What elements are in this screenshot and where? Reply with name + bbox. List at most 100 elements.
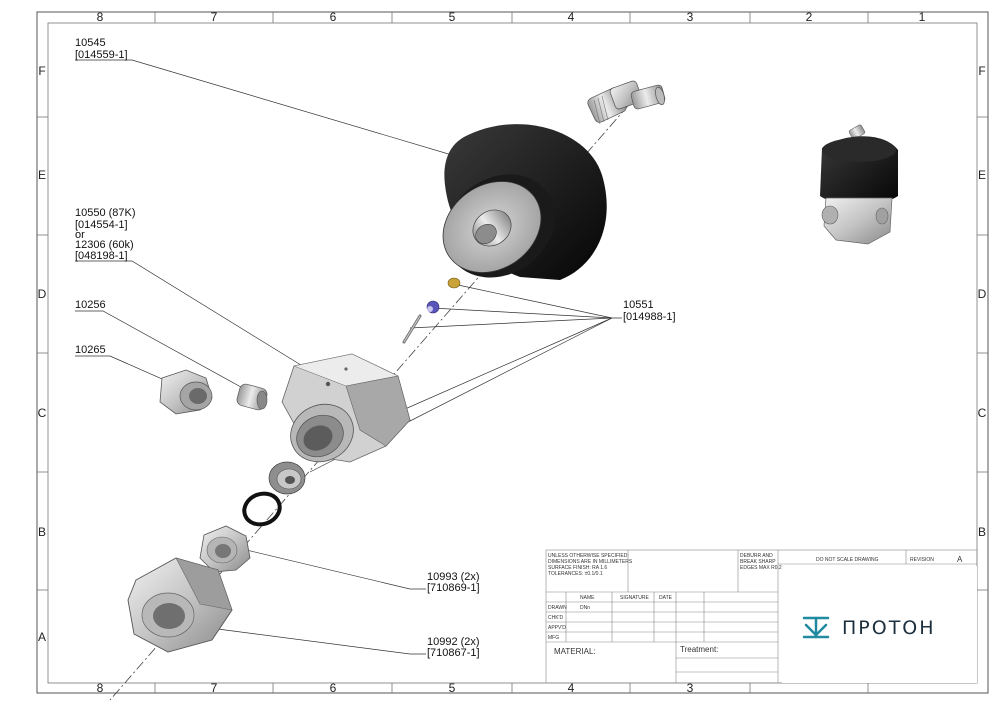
zone-row-label: C <box>978 406 987 420</box>
nut-10265 <box>159 369 213 415</box>
title-block-notes: UNLESS OTHERWISE SPECIFIED: DIMENSIONS A… <box>548 553 963 656</box>
callout-part-number: 10551 <box>623 299 654 311</box>
revision-label: REVISION <box>910 557 934 563</box>
callout-part-number: 10992 (2x) <box>427 636 480 648</box>
zone-col-label: 3 <box>687 10 694 24</box>
callout-10550: 10550 (87K) [014554-1] or 12306 (60k) [0… <box>75 207 136 262</box>
zone-col-label: 4 <box>568 681 575 695</box>
zone-col-label: 6 <box>330 10 337 24</box>
leader-10256 <box>75 310 251 393</box>
proton-logo: ПРОТОН <box>802 616 936 639</box>
o-ring <box>242 491 282 527</box>
zone-col-label: 1 <box>919 10 926 24</box>
callout-or-text: or <box>75 229 85 241</box>
zone-col-label: 6 <box>330 681 337 695</box>
zone-col-label: 5 <box>449 681 456 695</box>
zone-col-label: 4 <box>568 10 575 24</box>
zone-labels-bottom: 8 7 6 5 4 3 <box>97 681 694 695</box>
callout-article-number: [014554-1] <box>75 219 128 231</box>
insert-part <box>268 461 306 495</box>
outer-border <box>36 11 989 694</box>
treatment-label: Treatment: <box>680 645 718 654</box>
zone-labels-left: F E D C B A <box>38 64 47 644</box>
logo-panel <box>782 566 977 683</box>
material-label: MATERIAL: <box>554 647 596 656</box>
callout-10993: 10993 (2x) [710869-1] <box>427 571 480 594</box>
large-nut-10992 <box>127 557 233 653</box>
callout-part-number: 10545 <box>75 37 106 49</box>
callout-article-number: [014988-1] <box>623 311 676 323</box>
sleeve-10256 <box>236 383 268 411</box>
zone-row-label: E <box>38 168 46 182</box>
callout-part-number: 10550 (87K) <box>75 207 136 219</box>
callout-part-number: 12306 (60k) <box>75 239 134 251</box>
elbow-fitting <box>587 80 666 125</box>
general-note-line: SURFACE FINISH: RA 1.6 <box>548 565 607 571</box>
zone-col-label: 3 <box>687 681 694 695</box>
callout-10551: 10551 [014988-1] <box>623 299 676 323</box>
small-parts-10551 <box>402 277 461 344</box>
zone-col-label: 2 <box>806 10 813 24</box>
zone-row-label: F <box>38 64 45 78</box>
edge-note-line: BREAK SHARP <box>740 559 776 565</box>
row-checked: CHK'D <box>548 615 564 621</box>
leader-10551-b <box>431 307 613 319</box>
leader-10551-a <box>457 284 622 319</box>
edge-note-line: EDGES MAX R0.2 <box>740 565 782 571</box>
row-drawn: DRAWN <box>548 605 567 611</box>
valve-body-10550 <box>281 353 411 463</box>
callout-10992: 10992 (2x) [710867-1] <box>427 636 480 659</box>
zone-row-label: C <box>38 406 47 420</box>
col-signature-header: SIGNATURE <box>620 595 649 601</box>
zone-col-label: 8 <box>97 10 104 24</box>
callout-10545: 10545 [014559-1] <box>75 37 128 61</box>
row-mfg: MFG <box>548 635 559 641</box>
brass-nozzle <box>447 277 461 289</box>
callout-part-number: 10993 (2x) <box>427 571 480 583</box>
small-nut-10993 <box>199 525 251 573</box>
zone-row-label: D <box>38 287 47 301</box>
leader-10993 <box>237 547 426 590</box>
col-name-header: NAME <box>580 595 595 601</box>
callout-article-number: [710869-1] <box>427 582 480 594</box>
zone-col-label: 5 <box>449 10 456 24</box>
leader-10550 <box>75 260 323 379</box>
edge-note-line: DEBURR AND <box>740 553 773 559</box>
do-not-scale-note: DO NOT SCALE DRAWING <box>816 557 879 563</box>
zone-ticks <box>37 12 988 693</box>
leader-10545 <box>75 59 463 159</box>
leader-10265 <box>75 355 179 387</box>
black-cap-10545 <box>442 124 607 281</box>
title-block <box>545 549 978 684</box>
zone-col-label: 8 <box>97 681 104 695</box>
assembled-view <box>820 124 898 245</box>
leader-10551-c <box>409 317 613 329</box>
leader-10551-d <box>379 317 613 421</box>
col-date-header: DATE <box>659 595 673 601</box>
general-note-line: UNLESS OTHERWISE SPECIFIED: <box>548 553 629 559</box>
zone-row-label: B <box>38 525 46 539</box>
zone-row-label: D <box>978 287 987 301</box>
proton-logo-icon <box>802 616 830 639</box>
leader-10992 <box>209 627 426 655</box>
zone-row-label: B <box>978 525 986 539</box>
zone-labels-top: 8 7 6 5 4 3 2 1 <box>97 10 926 24</box>
callout-article-number: [710867-1] <box>427 647 480 659</box>
zone-row-label: F <box>978 64 985 78</box>
general-note-line: DIMENSIONS ARE IN MILLIMETERS <box>548 559 633 565</box>
revision-value: A <box>957 555 963 564</box>
drawn-name: DNn <box>580 605 590 611</box>
zone-col-label: 7 <box>211 681 218 695</box>
proton-logo-text: ПРОТОН <box>842 617 936 639</box>
callout-10265: 10265 <box>75 344 106 356</box>
callout-article-number: [048198-1] <box>75 250 128 262</box>
callout-10256: 10256 <box>75 299 106 311</box>
general-note-line: TOLERANCES: ±0.1/0.1 <box>548 571 603 577</box>
zone-col-label: 7 <box>211 10 218 24</box>
zone-row-label: E <box>978 168 986 182</box>
zone-labels-right: F E D C B <box>978 64 987 539</box>
row-approved: APPV'D <box>548 625 566 631</box>
zone-row-label: A <box>38 630 46 644</box>
callout-article-number: [014559-1] <box>75 49 128 61</box>
